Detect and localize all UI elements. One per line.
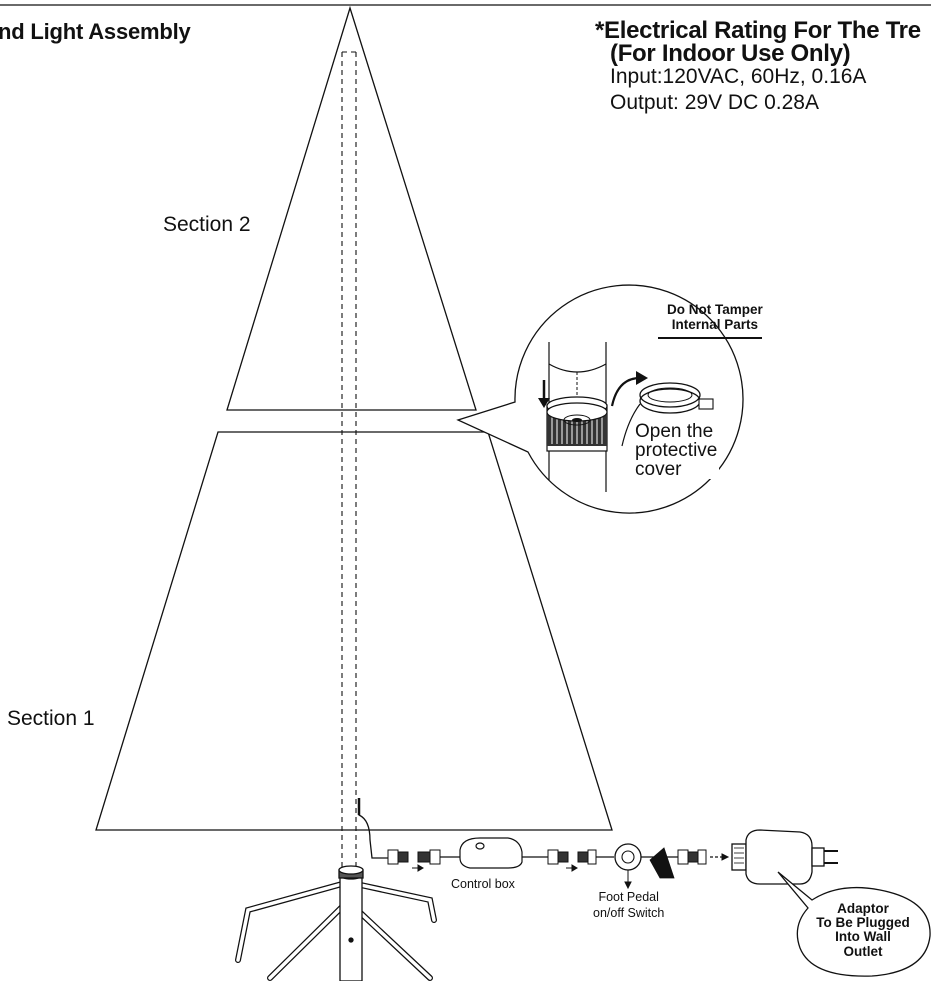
section-2-cone <box>226 5 477 411</box>
connector-2 <box>547 849 614 872</box>
tree-stand <box>235 865 437 981</box>
connector-1 <box>387 849 460 872</box>
tamper-warning: Do Not Tamper Internal Parts <box>667 302 763 333</box>
control-box <box>459 837 548 869</box>
section-2-label: Section 2 <box>163 213 251 236</box>
output-rating: Output: 29V DC 0.28A <box>610 91 819 114</box>
page-title: nd Light Assembly <box>0 19 191 44</box>
control-box-label: Control box <box>451 877 515 891</box>
tamper-warning-line2: Internal Parts <box>671 316 759 332</box>
adaptor-label: Adaptor To Be Plugged Into Wall Outlet <box>798 901 928 959</box>
adaptor-line1: Adaptor <box>837 901 889 916</box>
adaptor-callout <box>777 871 931 977</box>
input-rating: Input:120VAC, 60Hz, 0.16A <box>610 65 867 88</box>
adaptor-line3: Into Wall <box>835 929 891 945</box>
adaptor-line4: Outlet <box>843 943 883 959</box>
pedal-label-line1: Foot Pedal <box>598 890 659 904</box>
adaptor-line2: To Be Plugged <box>816 915 910 931</box>
pedal-label-line2: on/off Switch <box>593 905 665 920</box>
section-1-cone <box>95 431 613 831</box>
warning-underline <box>658 337 762 339</box>
open-cover-instruction: Open the protective cover <box>633 421 720 480</box>
instruction-line2: protective <box>635 440 718 461</box>
section-1-label: Section 1 <box>7 707 95 730</box>
connector-3 <box>677 849 730 865</box>
indoor-use-note: (For Indoor Use Only) <box>610 40 851 67</box>
foot-pedal-switch <box>614 843 678 890</box>
instruction-line1: Open the <box>635 421 714 442</box>
center-pole <box>341 51 357 870</box>
power-adaptor <box>731 829 838 885</box>
electrical-rating-title: *Electrical Rating For The Tre <box>595 17 921 44</box>
instruction-line3: cover <box>635 459 682 480</box>
lead-wire <box>358 798 388 859</box>
tamper-warning-line1: Do Not Tamper <box>667 302 763 317</box>
foot-pedal-label: Foot Pedal on/off Switch <box>593 890 664 921</box>
